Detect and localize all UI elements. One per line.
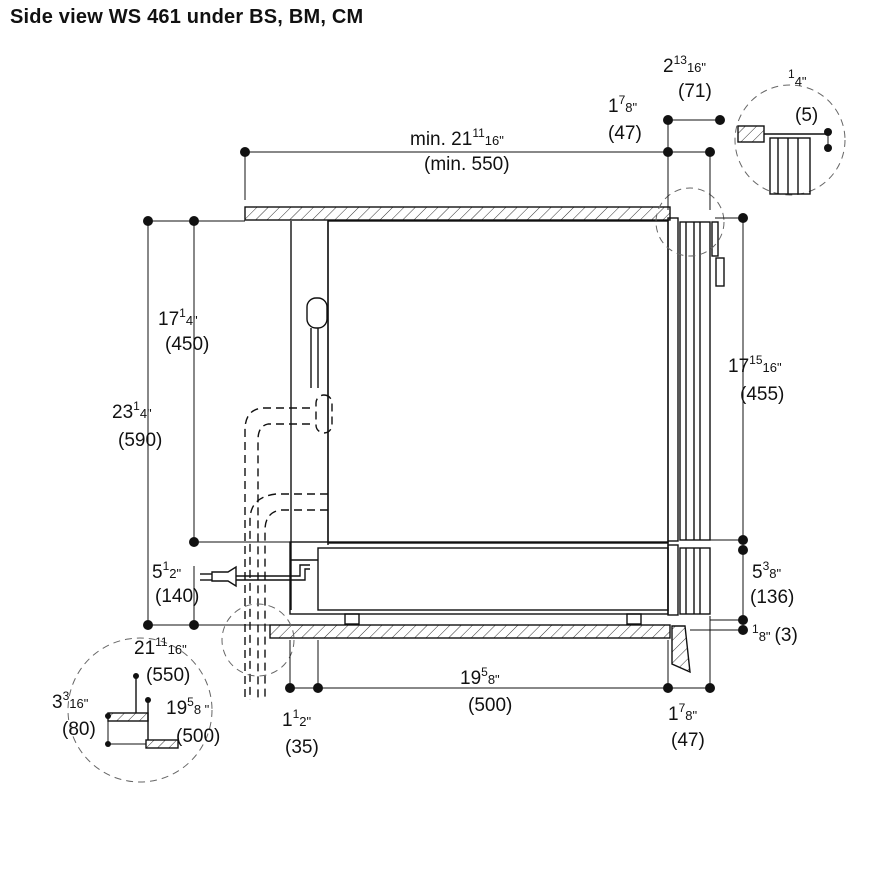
- svg-text:(500): (500): [176, 726, 220, 747]
- svg-text:(500): (500): [468, 695, 512, 716]
- svg-text:21316": 21316": [663, 53, 706, 77]
- svg-text:3316": 3316": [52, 689, 89, 713]
- svg-text:171516": 171516": [728, 353, 782, 377]
- svg-text:178": 178": [608, 93, 637, 117]
- svg-text:(47): (47): [608, 123, 642, 144]
- dim-drawer-left: 512" (140): [152, 559, 199, 607]
- dim-bottom-right: 178" (47): [668, 701, 705, 751]
- svg-text:(590): (590): [118, 430, 162, 451]
- svg-text:(71): (71): [678, 81, 712, 102]
- dim-height-right: 171516" (455): [728, 353, 784, 405]
- dim-bottom-main: 1958" (500): [460, 665, 512, 716]
- dim-gap: 18"(3): [752, 622, 798, 646]
- dim-detail-height: 3316" (80): [52, 689, 96, 740]
- oven-body: [327, 220, 669, 544]
- dim-bottom-depth-left: 211116" (550): [134, 635, 190, 686]
- dashed-conduit: [244, 394, 333, 700]
- svg-text:(450): (450): [165, 334, 209, 355]
- svg-text:1714": 1714": [158, 306, 198, 330]
- bottom-shelf: [269, 624, 671, 639]
- dim-top-right2: 178" (47): [608, 93, 642, 144]
- drawer-front: [667, 544, 679, 616]
- worktop-board: [244, 206, 671, 221]
- svg-text:512": 512": [152, 559, 181, 583]
- dimension-dots: [105, 115, 832, 747]
- svg-text:(550): (550): [146, 665, 190, 686]
- dim-top-width: min. 211116" (min. 550): [410, 126, 510, 175]
- detail-top-clip: [737, 125, 830, 195]
- svg-text:2314": 2314": [112, 399, 152, 423]
- svg-text:1958 ": 1958 ": [166, 695, 210, 719]
- power-plug: [211, 565, 237, 588]
- svg-text:178": 178": [668, 701, 697, 725]
- dim-top-right: 21316" (71): [663, 53, 712, 102]
- svg-text:(47): (47): [671, 730, 705, 751]
- svg-text:18"(3): 18"(3): [752, 622, 798, 646]
- front-trim: [671, 625, 691, 674]
- svg-text:(80): (80): [62, 719, 96, 740]
- dim-drawer-right: 538" (136): [750, 559, 794, 608]
- svg-text:(35): (35): [285, 737, 319, 758]
- dimension-lines: [107, 119, 829, 745]
- dim-bottom-left: 112" (35): [282, 707, 319, 758]
- detail-circles: [67, 84, 846, 783]
- svg-text:538": 538": [752, 559, 781, 583]
- svg-text:(455): (455): [740, 384, 784, 405]
- dim-height-total: 2314" (590): [112, 399, 162, 451]
- svg-text:(min. 550): (min. 550): [424, 154, 510, 175]
- svg-text:112": 112": [282, 707, 311, 731]
- svg-text:14": 14": [788, 67, 807, 89]
- dim-height-left: 1714" (450): [158, 306, 209, 355]
- warming-drawer: [289, 541, 669, 615]
- svg-text:(5): (5): [795, 105, 818, 126]
- dim-detail-depth: 1958 " (500): [166, 695, 220, 747]
- svg-text:211116": 211116": [134, 635, 187, 659]
- svg-text:(140): (140): [155, 586, 199, 607]
- svg-text:min. 211116": min. 211116": [410, 126, 504, 150]
- svg-text:(136): (136): [750, 587, 794, 608]
- page-title: Side view WS 461 under BS, BM, CM: [10, 6, 364, 28]
- svg-text:1958": 1958": [460, 665, 500, 689]
- oven-front: [667, 217, 679, 542]
- structure: [200, 206, 725, 674]
- dim-detail-top: 14" (5): [788, 67, 818, 126]
